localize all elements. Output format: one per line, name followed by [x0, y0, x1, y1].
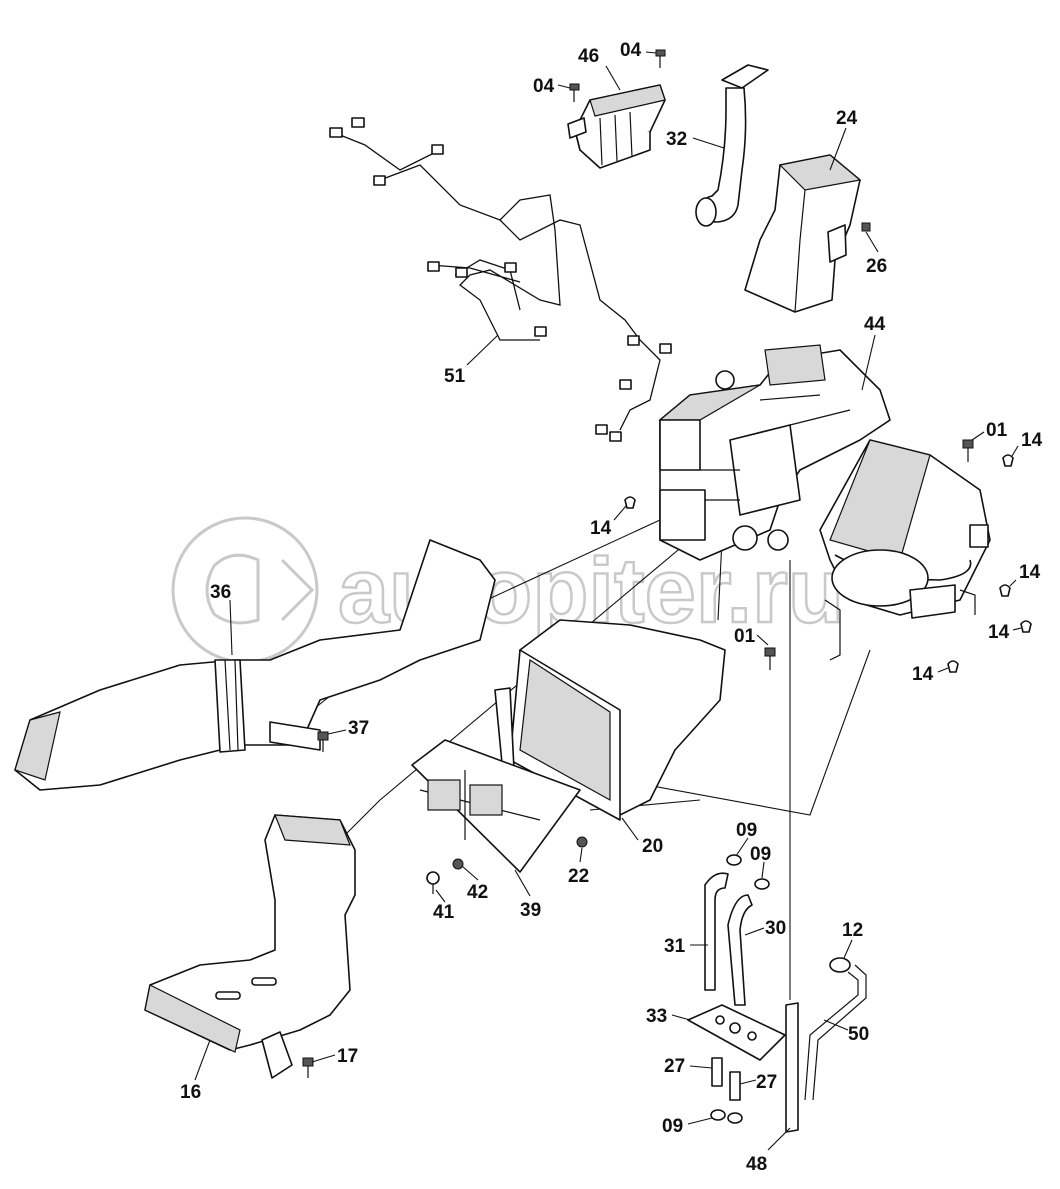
callout-41: 41: [433, 902, 455, 923]
callout-09-b: 09: [750, 844, 771, 865]
callout-leaders: [194, 51, 1022, 1151]
callout-37: 37: [348, 718, 369, 739]
screw-01-mid: [764, 647, 776, 670]
callout-17: 17: [337, 1046, 358, 1067]
duct-pipe-32: [695, 64, 769, 227]
screw-01-top: [962, 439, 974, 462]
wire-harness-51: [329, 117, 672, 442]
callout-16: 16: [180, 1082, 201, 1103]
callout-24: 24: [836, 108, 858, 129]
callout-22: 22: [568, 866, 589, 887]
callout-27-a: 27: [664, 1056, 685, 1077]
callout-27-b: 27: [756, 1072, 777, 1093]
callout-48: 48: [746, 1154, 767, 1175]
callout-14-b: 14: [590, 518, 612, 539]
callout-12: 12: [842, 920, 863, 941]
cap-12: [829, 957, 851, 973]
callout-09-c: 09: [662, 1116, 683, 1137]
pipe-48: [785, 1002, 799, 1133]
duct-24: [744, 154, 871, 313]
callout-42: 42: [467, 882, 488, 903]
callout-14-a: 14: [1021, 430, 1043, 451]
callout-51: 51: [444, 366, 466, 387]
callout-36: 36: [210, 582, 231, 603]
callout-30: 30: [765, 918, 786, 939]
callout-33: 33: [646, 1006, 667, 1027]
hose-30: [727, 894, 753, 1006]
guide-lines: [299, 380, 871, 1000]
hvac-unit-44: [658, 344, 991, 661]
bolt-04-right: [655, 49, 666, 68]
bolt-22: [576, 836, 588, 848]
bolt-17: [302, 1057, 314, 1078]
screw-41: [426, 871, 440, 894]
callout-44: 44: [864, 314, 886, 335]
clips-14: [624, 454, 1032, 673]
bolt-37: [317, 731, 329, 752]
callout-04-right: 04: [620, 40, 642, 61]
callout-04-left: 04: [533, 76, 555, 97]
duct-16: [144, 814, 356, 1079]
screw-42: [452, 858, 464, 870]
tube-50: [804, 964, 867, 1101]
callout-14-d: 14: [988, 622, 1010, 643]
duct-36: [14, 539, 496, 791]
callout-31: 31: [664, 936, 686, 957]
callout-46: 46: [578, 46, 599, 67]
callout-01-mid: 01: [734, 626, 756, 647]
callout-01-top: 01: [986, 420, 1008, 441]
hose-31: [704, 872, 729, 991]
callout-50: 50: [848, 1024, 869, 1045]
clamps-09: [710, 854, 770, 1124]
callout-labels: 04 46 04 32 24 26 51 44 01 14 14 14 14 1…: [180, 40, 1043, 1175]
callout-14-c: 14: [1019, 562, 1041, 583]
relay-box-46: [567, 84, 666, 169]
callout-14-e: 14: [912, 664, 934, 685]
callout-20: 20: [642, 836, 663, 857]
fittings-27: [711, 1057, 741, 1101]
callout-32: 32: [666, 129, 687, 150]
plate-33: [687, 1004, 786, 1061]
bolt-04-left: [569, 83, 580, 102]
filter-39: [411, 739, 581, 873]
callout-09-a: 09: [736, 820, 757, 841]
callout-39: 39: [520, 900, 541, 921]
callout-26: 26: [866, 256, 887, 277]
